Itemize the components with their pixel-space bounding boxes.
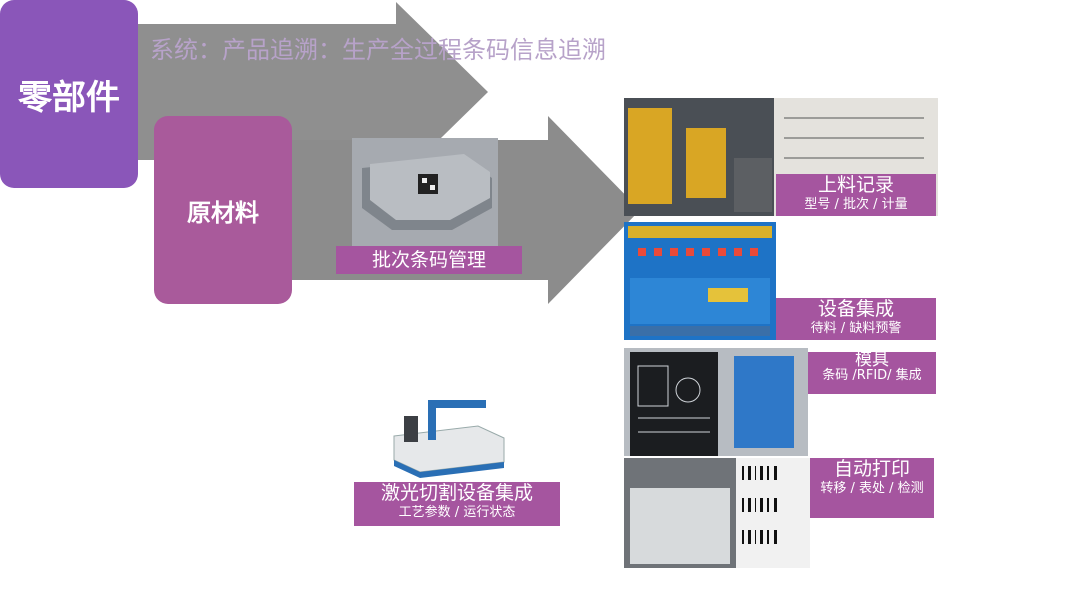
mold-caption: 模具 条码 /RFID/ 集成 xyxy=(808,352,936,394)
feed-caption: 上料记录 型号 / 批次 / 计量 xyxy=(776,174,936,216)
equip-photo xyxy=(624,222,776,340)
feed-sub: 型号 / 批次 / 计量 xyxy=(804,196,908,212)
print-sub: 转移 / 表处 / 检测 xyxy=(820,480,924,496)
laser-sub: 工艺参数 / 运行状态 xyxy=(398,504,516,520)
laser-photo xyxy=(388,386,508,480)
mold-photo xyxy=(624,348,808,456)
batch-caption: 批次条码管理 xyxy=(336,246,522,274)
page-title: 系统：产品追溯：生产全过程条码信息追溯 xyxy=(150,36,606,64)
mold-sub: 条码 /RFID/ 集成 xyxy=(822,368,922,383)
print-caption: 自动打印 转移 / 表处 / 检测 xyxy=(810,458,934,518)
mold-image xyxy=(624,348,808,456)
laser-cutter-image xyxy=(388,386,508,480)
parts-label: 零部件 xyxy=(18,77,120,118)
batch-photo xyxy=(352,138,498,246)
batch-caption-text: 批次条码管理 xyxy=(371,249,486,271)
equip-title: 设备集成 xyxy=(817,298,894,320)
hmi-screen-image xyxy=(624,222,776,340)
mold-title: 模具 xyxy=(855,352,889,370)
equip-sub: 待料 / 缺料预警 xyxy=(810,320,902,336)
parts-box: 零部件 xyxy=(0,0,138,188)
equip-caption: 设备集成 待料 / 缺料预警 xyxy=(776,298,936,340)
print-photo xyxy=(624,458,810,568)
feed-title: 上料记录 xyxy=(817,174,894,196)
laser-caption: 激光切割设备集成 工艺参数 / 运行状态 xyxy=(354,482,560,526)
print-title: 自动打印 xyxy=(833,458,910,480)
barcode-labels-image xyxy=(624,458,810,568)
metal-plates-image xyxy=(352,138,498,246)
laser-title: 激光切割设备集成 xyxy=(380,482,533,504)
raw-material-box: 原材料 xyxy=(154,116,292,304)
raw-material-label: 原材料 xyxy=(187,198,259,227)
